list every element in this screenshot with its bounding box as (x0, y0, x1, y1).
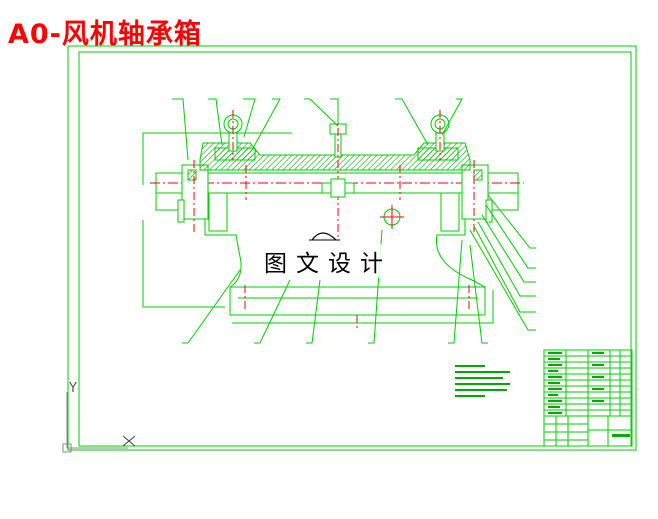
leader-lines-bottom (182, 229, 488, 344)
leader-lines-right (469, 194, 536, 331)
drawing-frame (67, 45, 637, 451)
watermark: 图文设计 (262, 244, 394, 278)
center-bolt (321, 178, 355, 198)
title-block (543, 349, 633, 447)
crosshair-cursor-icon (122, 435, 136, 447)
construction-lines (142, 132, 494, 324)
page-title: A0-风机轴承箱 (8, 19, 202, 50)
centerlines (193, 110, 475, 330)
ucs-y-label: Y (68, 381, 77, 396)
leader-lines-top (172, 98, 463, 161)
technical-notes (455, 365, 510, 397)
bearing-end-caps (177, 164, 493, 223)
ucs-axis-icon: Y (62, 381, 128, 453)
